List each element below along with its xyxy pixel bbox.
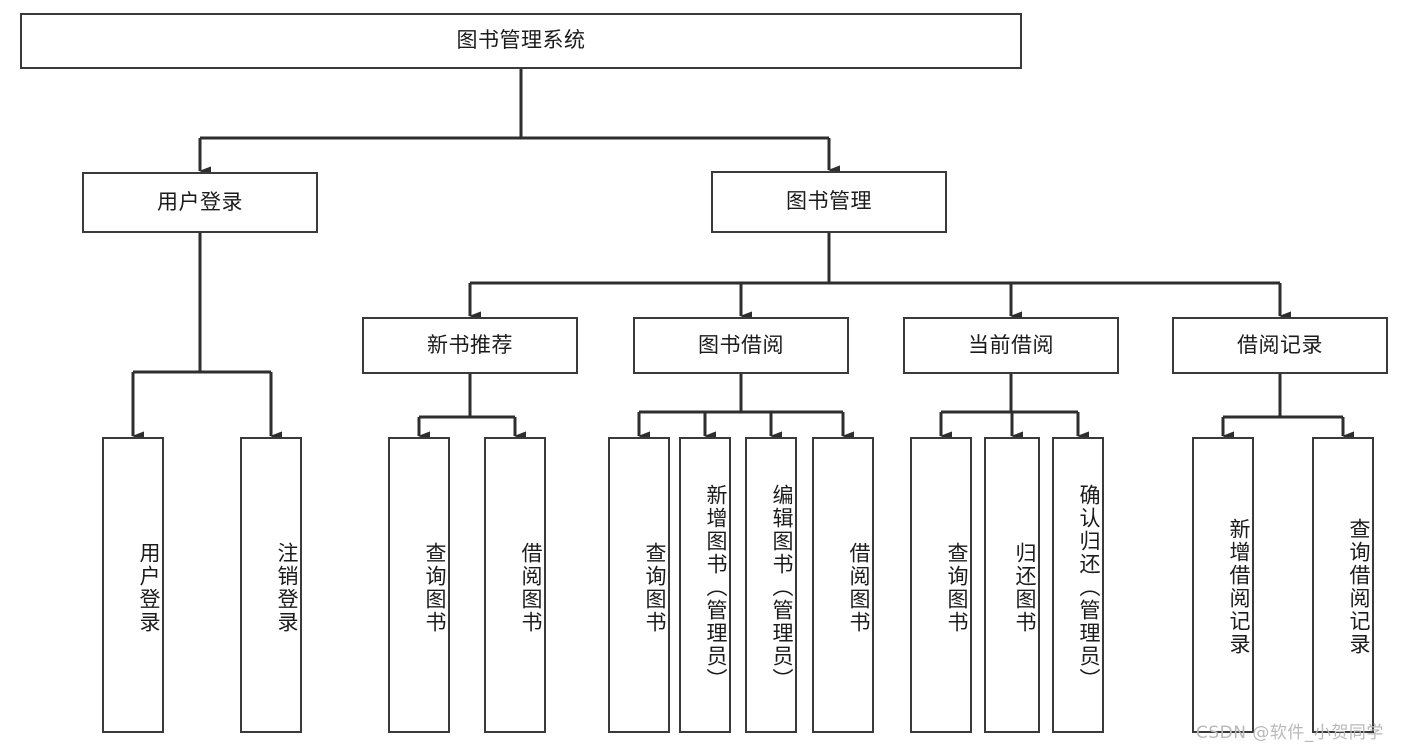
node-leaf-borrow-book-1: 借阅图书	[484, 437, 546, 733]
node-leaf-query-record: 查询借阅记录	[1312, 437, 1374, 733]
edges-group	[131, 69, 1354, 441]
node-label: 借阅图书	[847, 542, 871, 634]
node-leaf-edit-book: 编辑图书（管理员）	[745, 437, 797, 733]
node-leaf-return-book: 归还图书	[984, 437, 1040, 733]
node-label: 查询借阅记录	[1347, 518, 1371, 656]
node-label: 借阅图书	[519, 542, 543, 634]
node-label: 新增借阅记录	[1227, 518, 1251, 656]
node-label: 查询图书	[945, 542, 969, 634]
node-label: 编辑图书（管理员）	[770, 483, 794, 691]
node-label: 查询图书	[423, 542, 447, 634]
node-new-book-rec: 新书推荐	[362, 317, 578, 374]
node-leaf-confirm-return: 确认归还（管理员）	[1052, 437, 1104, 733]
node-current-borrow: 当前借阅	[903, 317, 1119, 374]
node-label: 归还图书	[1013, 542, 1037, 634]
node-book-manage: 图书管理	[711, 171, 947, 233]
node-leaf-query-book-2: 查询图书	[608, 437, 670, 733]
node-label: 用户登录	[137, 542, 161, 634]
csdn-watermark: CSDN @软件_小贺同学	[1196, 723, 1384, 743]
node-root: 图书管理系统	[20, 13, 1022, 69]
node-label: 图书借阅	[698, 332, 784, 357]
node-label: 新增图书（管理员）	[704, 483, 728, 691]
node-label: 新书推荐	[427, 332, 513, 357]
node-leaf-user-login: 用户登录	[102, 437, 164, 733]
node-label: 当前借阅	[968, 332, 1054, 357]
node-label: 查询图书	[643, 542, 667, 634]
node-leaf-query-book-3: 查询图书	[910, 437, 972, 733]
node-label: 确认归还（管理员）	[1077, 483, 1101, 691]
node-label: 用户登录	[157, 189, 243, 214]
node-label: 图书管理	[786, 189, 872, 214]
node-label: 借阅记录	[1237, 332, 1323, 357]
node-label: 注销登录	[275, 542, 299, 634]
node-label: 图书管理系统	[456, 28, 586, 53]
node-borrow-record: 借阅记录	[1172, 317, 1388, 374]
node-leaf-add-record: 新增借阅记录	[1192, 437, 1254, 733]
node-leaf-query-book-1: 查询图书	[388, 437, 450, 733]
node-user-login: 用户登录	[82, 172, 318, 233]
node-leaf-user-logout: 注销登录	[240, 437, 302, 733]
node-leaf-add-book: 新增图书（管理员）	[679, 437, 731, 733]
node-leaf-borrow-book-2: 借阅图书	[812, 437, 874, 733]
node-book-borrow: 图书借阅	[633, 317, 849, 374]
